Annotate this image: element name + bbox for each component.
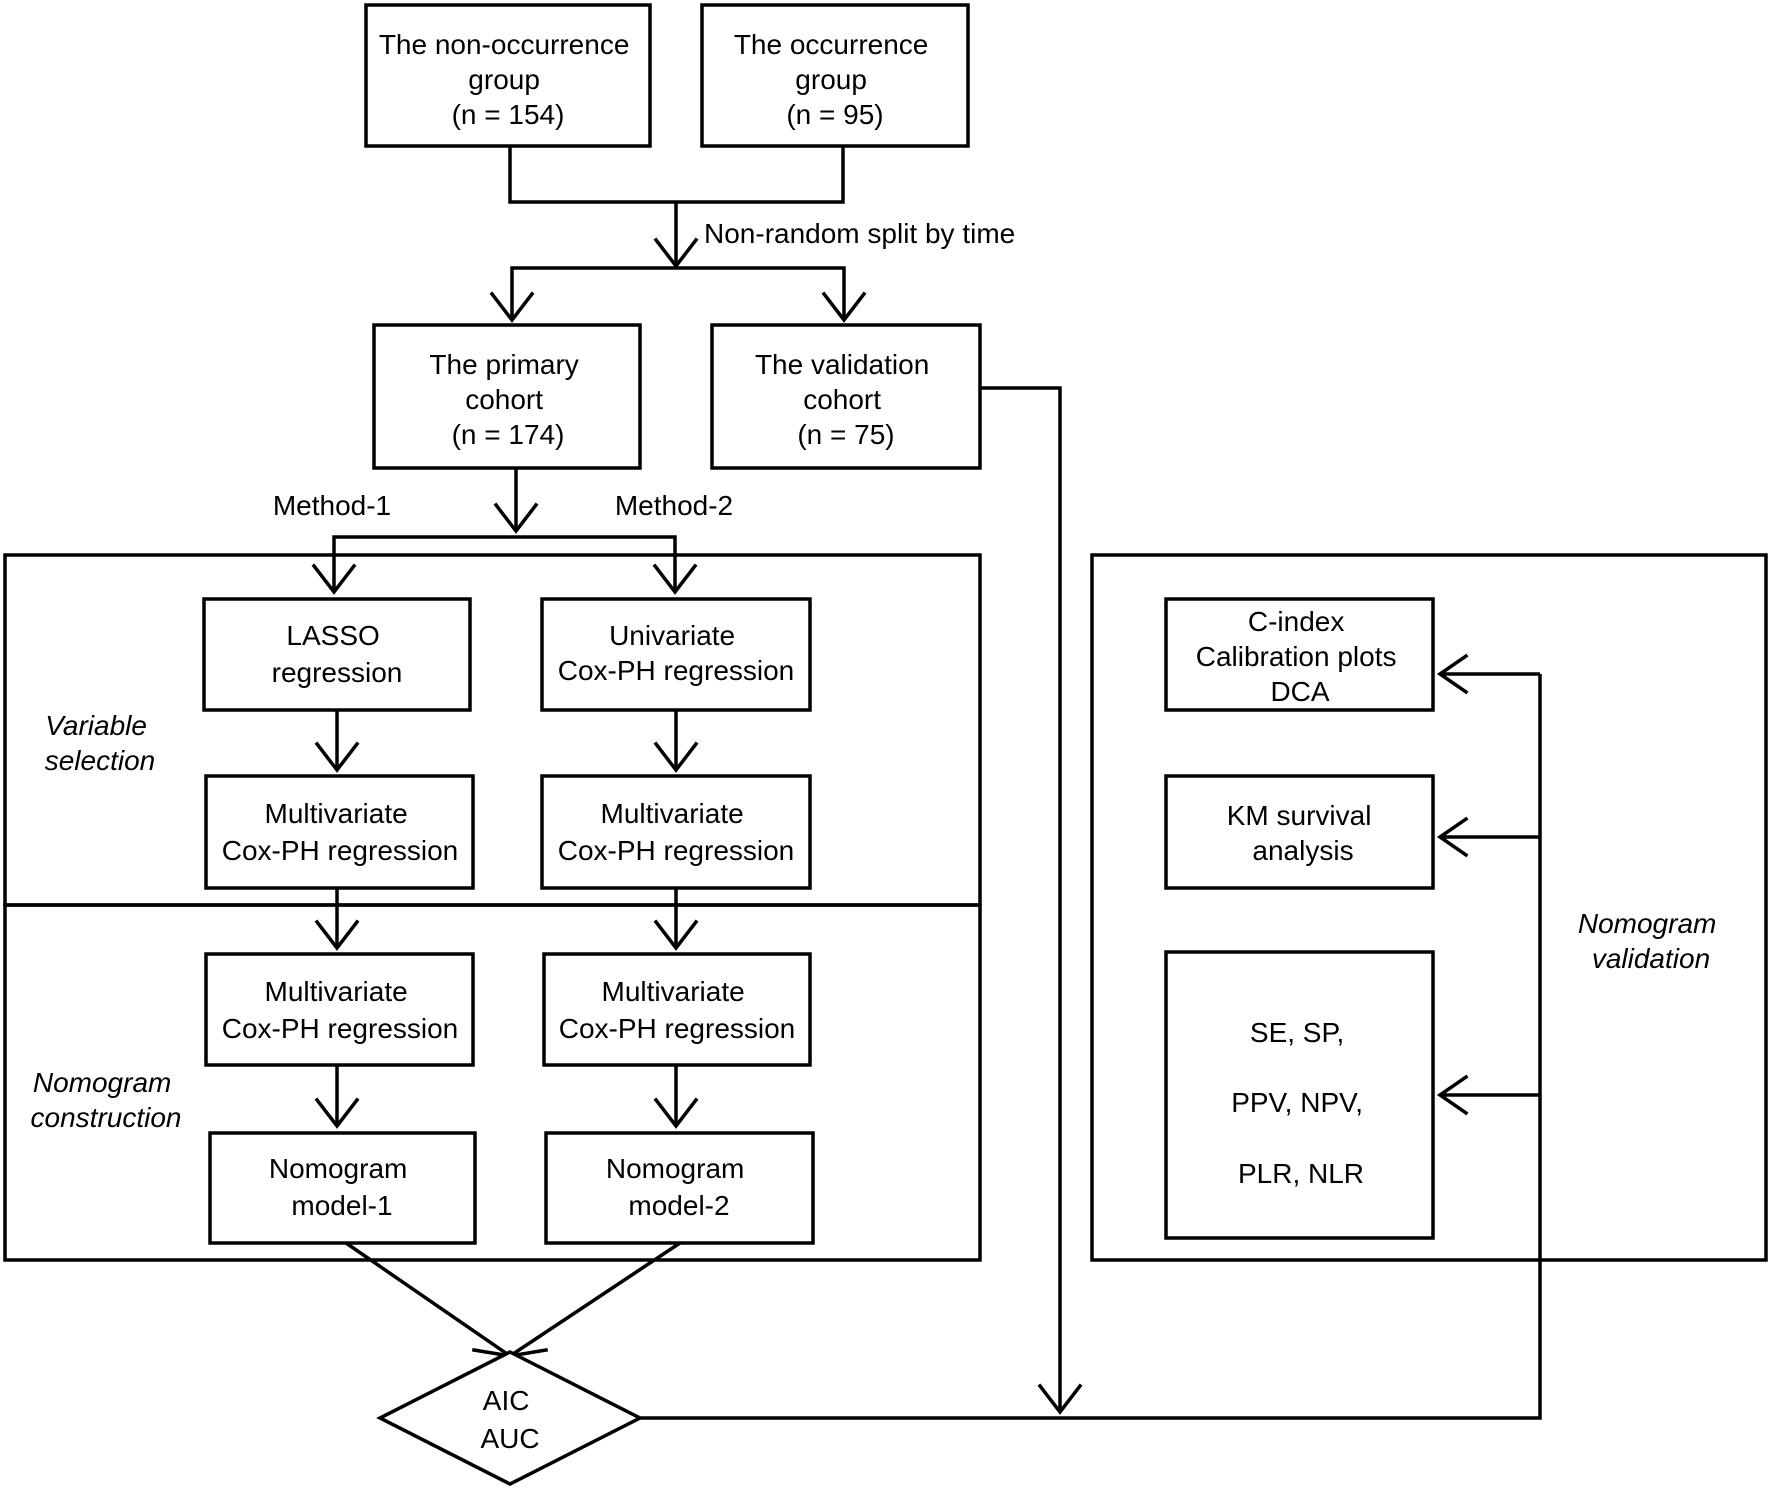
multivariate-cox-1a-box bbox=[204, 774, 475, 890]
nomogram-construction-frame bbox=[3, 903, 982, 1262]
lasso-regression-box bbox=[202, 597, 472, 712]
connector-model1-aic bbox=[345, 1241, 511, 1358]
nomogram-validation-frame bbox=[1090, 553, 1768, 1262]
nomogram-model-1-box bbox=[208, 1131, 477, 1245]
multivariate-cox-2a-text: Multivariate Cox-PH regression bbox=[558, 798, 795, 866]
non-occurrence-group-box bbox=[364, 3, 652, 148]
connector-methods bbox=[332, 535, 677, 592]
arrowhead-km bbox=[1436, 816, 1469, 858]
connector-model2-aic bbox=[509, 1241, 681, 1358]
metrics-text: SE, SP, PPV, NPV, PLR, NLR bbox=[1231, 1017, 1371, 1189]
metrics-box bbox=[1164, 950, 1435, 1240]
arrowheads bbox=[311, 237, 1469, 1415]
multivariate-cox-2b-box bbox=[542, 952, 812, 1067]
connector-aic-to-validation bbox=[640, 674, 1542, 1420]
arrowhead-validation-aic bbox=[1037, 1383, 1083, 1415]
arrowhead-multi1a bbox=[314, 741, 360, 773]
km-survival-text: KM survival analysis bbox=[1227, 800, 1379, 866]
arrowhead-univariate bbox=[652, 563, 698, 595]
multivariate-cox-2b-text: Multivariate Cox-PH regression bbox=[559, 976, 796, 1044]
aic-auc-text: AIC AUC bbox=[480, 1385, 539, 1454]
validation-cohort-text: The validation cohort (n = 75) bbox=[755, 349, 937, 450]
split-label: Non-random split by time bbox=[704, 218, 1015, 249]
arrowhead-metrics bbox=[1436, 1074, 1469, 1116]
arrowhead-validation bbox=[821, 291, 867, 323]
primary-cohort-box bbox=[372, 323, 642, 470]
arrowhead-multi2a bbox=[653, 741, 699, 773]
multivariate-cox-2a-box bbox=[540, 774, 812, 890]
occurrence-group-box bbox=[700, 3, 970, 148]
connector-split bbox=[510, 266, 846, 320]
connectors bbox=[332, 146, 1542, 1420]
cindex-text: C-index Calibration plots DCA bbox=[1196, 606, 1405, 707]
nomogram-validation-label: Nomogram validation bbox=[1578, 908, 1724, 974]
arrowhead-model2 bbox=[653, 1097, 699, 1129]
nomogram-model-1-text: Nomogram model-1 bbox=[269, 1153, 415, 1221]
arrowhead-model1 bbox=[314, 1097, 360, 1129]
connector-validation-to-aic bbox=[980, 386, 1062, 1412]
arrowhead-lasso bbox=[311, 563, 357, 595]
occurrence-group-text: The occurrence group (n = 95) bbox=[734, 29, 936, 130]
nomogram-construction-label: Nomogram construction bbox=[31, 1067, 182, 1133]
nomogram-model-2-box bbox=[544, 1131, 815, 1245]
method-2-label: Method-2 bbox=[615, 490, 733, 521]
univariate-cox-box bbox=[540, 597, 812, 712]
arrowhead-multi2b bbox=[653, 919, 699, 951]
connector-groups-merge bbox=[508, 146, 845, 204]
arrowhead-cindex bbox=[1436, 653, 1469, 695]
cindex-box bbox=[1164, 597, 1435, 712]
arrowhead-multi1b bbox=[314, 919, 360, 951]
method-1-label: Method-1 bbox=[273, 490, 391, 521]
validation-cohort-box bbox=[710, 323, 982, 470]
primary-cohort-text: The primary cohort (n = 174) bbox=[429, 349, 586, 450]
arrowhead-primary bbox=[489, 291, 535, 323]
nomogram-model-2-text: Nomogram model-2 bbox=[606, 1153, 752, 1221]
multivariate-cox-1b-text: Multivariate Cox-PH regression bbox=[222, 976, 459, 1044]
lasso-regression-text: LASSO regression bbox=[272, 620, 403, 688]
univariate-cox-text: Univariate Cox-PH regression bbox=[558, 620, 795, 686]
arrowhead-merge bbox=[653, 237, 699, 269]
variable-selection-label: Variable selection bbox=[45, 710, 156, 776]
multivariate-cox-1b-box bbox=[204, 952, 475, 1067]
multivariate-cox-1a-text: Multivariate Cox-PH regression bbox=[222, 798, 459, 866]
arrowhead-methods-split bbox=[493, 502, 539, 534]
aic-auc-diamond bbox=[376, 1350, 644, 1486]
km-survival-box bbox=[1164, 774, 1435, 890]
non-occurrence-group-text: The non-occurrence group (n = 154) bbox=[379, 29, 637, 130]
